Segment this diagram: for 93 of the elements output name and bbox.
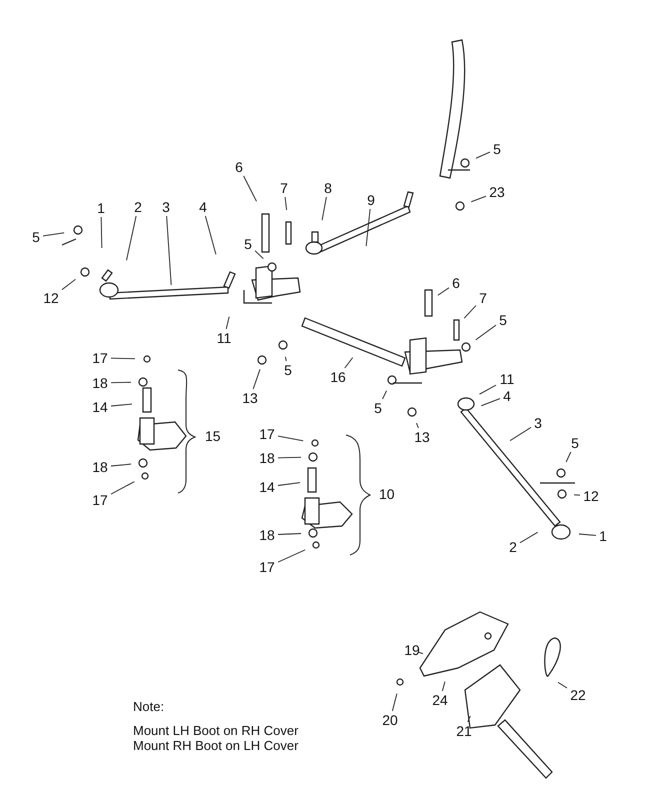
leader-line [42,232,65,236]
callout-number: 23 [489,184,505,200]
callout-number: 21 [456,723,472,739]
callout-number: 18 [259,450,275,466]
leader-line [100,216,102,248]
callout-number: 18 [92,459,108,475]
leader-line [284,196,288,211]
leader-line [166,216,172,286]
note-text: Mount LH Boot on RH Cover [133,723,298,738]
callout-number: 1 [599,528,607,544]
leader-line [110,464,132,466]
leader-line [574,494,580,496]
leader-line [278,456,302,458]
callout-number: 5 [493,141,501,157]
leader-line [110,358,136,360]
leader-line [437,287,450,296]
callout-number: 20 [382,712,398,728]
callout-number: 17 [92,350,108,366]
leader-line [284,356,287,362]
callout-number: 17 [259,559,275,575]
leader-line [566,452,572,463]
callout-number: 17 [92,492,108,508]
callout-number: 5 [244,236,252,252]
leader-line [278,549,306,563]
callout-number: 18 [92,375,108,391]
callout-number: 8 [324,180,332,196]
callout-number: 13 [414,429,430,445]
leader-line [278,482,301,486]
leader-line [479,384,496,395]
callout-number: 5 [32,229,40,245]
callout-number: 7 [280,180,288,196]
leader-line [467,716,471,722]
leader-line [62,278,76,290]
leader-line [510,426,532,442]
leader-line [344,357,354,368]
leader-line [252,368,260,390]
leader-line [418,652,424,654]
leader-line [475,324,496,340]
leader-line [204,216,216,255]
leader-line [278,436,304,442]
leader-line [470,196,486,202]
callout-number: 7 [479,290,487,306]
leader-line [480,398,500,406]
callout-number: 18 [259,527,275,543]
callout-number: 5 [284,362,292,378]
callout-number: 11 [216,330,232,346]
callout-number: 9 [367,192,375,208]
leader-line [366,208,371,247]
callout-number: 13 [242,390,258,406]
callout-number: 4 [199,199,207,215]
leader-line [416,422,419,428]
callout-number: 19 [404,642,420,658]
callout-number: 3 [534,415,542,431]
callout-number: 17 [259,426,275,442]
callout-number: 24 [432,692,448,708]
note-heading: Note: [133,699,164,714]
leader-line [442,681,446,692]
leader-line [243,176,257,202]
callout-number: 2 [509,539,517,555]
leader-line [322,196,327,221]
note-text: Mount RH Boot on LH Cover [133,738,298,753]
leader-line [110,481,135,495]
callout-number: 12 [43,290,59,306]
callout-number: 1 [97,200,105,216]
leader-line [520,532,538,544]
leader-line [476,152,490,159]
callout-number: 11 [500,371,514,387]
callout-number: 14 [92,399,108,415]
leader-line [278,533,302,535]
leader-line [392,693,398,712]
leader-line [464,305,476,319]
leader-line [226,316,230,330]
callout-number: 6 [452,275,460,291]
leader-line [110,404,132,406]
leader-line [382,390,388,400]
leader-line [558,682,568,688]
callout-number: 3 [162,199,170,215]
callout-number: 5 [499,312,507,328]
callout-number: 5 [374,400,382,416]
leader-line [578,534,596,536]
callout-number: 2 [134,199,142,215]
callout-number: 5 [571,435,579,451]
leader-line [126,216,137,261]
callout-number: 12 [583,488,599,504]
callout-number: 22 [570,687,586,703]
callout-number: 14 [259,479,275,495]
callout-number: 4 [503,388,511,404]
assembly-number: 10 [379,487,395,502]
leader-line [110,382,132,384]
assembly-number: 15 [205,429,221,444]
callout-number: 16 [330,369,346,385]
callout-number: 6 [235,159,243,175]
leader-line [254,250,264,260]
